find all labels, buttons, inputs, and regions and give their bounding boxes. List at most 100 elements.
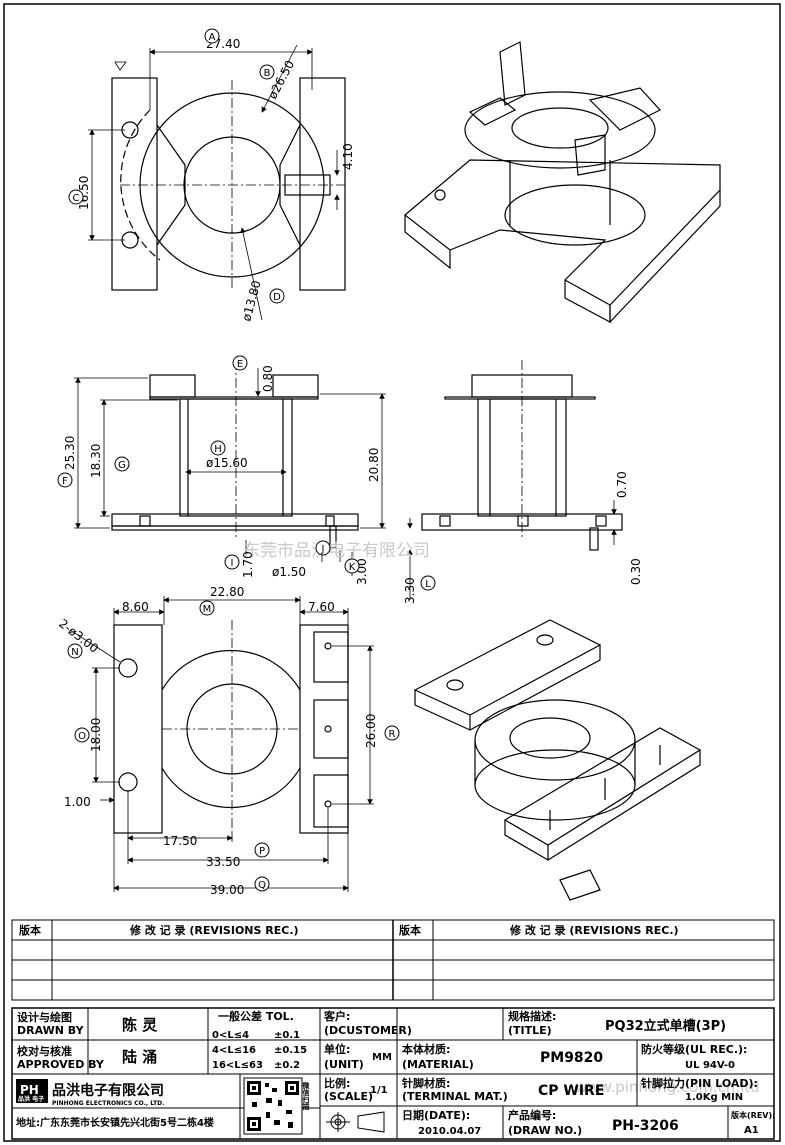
company-logo-box xyxy=(16,1079,48,1103)
dim-bottom-left: 8.60 xyxy=(122,600,149,614)
company-en: PINHONG ELECTRONICS CO., LTD. xyxy=(52,1100,164,1107)
svg-text:A: A xyxy=(209,32,216,43)
dimension-labels: 27.40 ø26.50 16.50 4.10 ø13.80 0.80 25.3… xyxy=(56,37,643,897)
iso-view-bottom xyxy=(413,619,702,901)
tol-title: 一般公差 TOL. xyxy=(218,1009,294,1023)
scale-cn: 比例: xyxy=(324,1076,350,1090)
svg-text:I: I xyxy=(231,558,234,569)
callout-j: J xyxy=(315,540,331,556)
rev-col-record-right: 修 改 记 录 (REVISIONS REC.) xyxy=(509,923,679,937)
callout-l: L xyxy=(420,575,436,591)
callout-e: E xyxy=(232,355,248,371)
callout-a: A xyxy=(204,28,220,44)
rev-col-version-left: 版本 xyxy=(19,923,41,937)
callout-b: B xyxy=(259,64,275,80)
dim-side-pin: 3.30 xyxy=(403,577,417,604)
dim-bottom-hole-span: 18.00 xyxy=(89,718,103,752)
svg-text:D: D xyxy=(273,292,281,303)
scale-value: 1/1 xyxy=(370,1085,388,1096)
company-logo: PH xyxy=(20,1083,39,1097)
dim-bottom-pin-span: 26.00 xyxy=(364,714,378,748)
callout-c: C xyxy=(68,189,84,205)
front-view xyxy=(111,360,359,549)
customer-en: (DCUSTOMER) xyxy=(324,1024,412,1037)
dim-top-slot: 4.10 xyxy=(341,143,355,170)
svg-text:H: H xyxy=(214,444,222,455)
svg-text:Q: Q xyxy=(258,880,266,891)
callout-r: R xyxy=(384,725,400,741)
dim-top-inner-diameter: ø13.80 xyxy=(239,279,263,323)
approved-en: APPROVED BY xyxy=(17,1058,105,1071)
drawn-by-cn: 设计与绘图 xyxy=(17,1010,72,1024)
pin-load-value: 1.0Kg MIN xyxy=(685,1092,743,1103)
top-view xyxy=(111,77,346,291)
tol2-val: ±0.15 xyxy=(274,1045,307,1056)
title-cn: 规格描述: xyxy=(508,1009,556,1023)
dim-bottom-top-width: 22.80 xyxy=(210,585,244,599)
tol3-range: 16<L≤63 xyxy=(212,1060,263,1071)
material-value: PM9820 xyxy=(540,1050,603,1066)
callout-f: F xyxy=(57,472,73,488)
dim-front-base: 1.70 xyxy=(241,551,255,578)
svg-text:J: J xyxy=(321,544,325,555)
dim-bottom-width-inner: 33.50 xyxy=(206,855,240,869)
dim-side-offset: 0.30 xyxy=(629,558,643,585)
callouts: A B C D E F G H I J K L M N O P Q R xyxy=(57,28,436,892)
drawn-by-en: DRAWN BY xyxy=(17,1024,85,1037)
iso-view-top xyxy=(404,41,721,324)
drawno-cn: 产品编号: xyxy=(508,1108,556,1122)
tol2-range: 4<L≤16 xyxy=(212,1045,256,1056)
rev-col-record-left: 修 改 记 录 (REVISIONS REC.) xyxy=(129,923,299,937)
svg-text:O: O xyxy=(78,731,86,742)
dim-top-diameter: ø26.50 xyxy=(265,58,297,101)
date-value: 2010.04.07 xyxy=(418,1126,481,1137)
callout-q: Q xyxy=(254,876,270,892)
dim-front-total-height: 25.30 xyxy=(63,436,77,470)
date-cn: 日期(DATE): xyxy=(402,1108,470,1122)
terminal-en: (TERMINAL MAT.) xyxy=(402,1090,508,1103)
rev-value: A1 xyxy=(744,1125,759,1136)
qr-code xyxy=(243,1077,303,1135)
scale-en: (SCALE) xyxy=(324,1090,373,1103)
drawn-by-name: 陈 灵 xyxy=(122,1016,158,1034)
terminal-value: CP WIRE xyxy=(538,1083,604,1099)
svg-text:L: L xyxy=(425,579,431,590)
material-en: (MATERIAL) xyxy=(402,1058,474,1071)
svg-text:B: B xyxy=(264,68,271,79)
callout-o: O xyxy=(74,727,90,743)
revision-headers: 版本 修 改 记 录 (REVISIONS REC.) 版本 修 改 记 录 (… xyxy=(19,923,679,937)
rev-cn: 版本(REV): xyxy=(730,1110,775,1120)
pin-load-cn: 针脚拉力(PIN LOAD): xyxy=(641,1076,758,1090)
qr-note: 微信扫描 xyxy=(302,1081,311,1111)
drawno-value: PH-3206 xyxy=(612,1118,679,1134)
svg-text:E: E xyxy=(237,359,243,370)
ul-cn: 防火等级(UL REC.): xyxy=(641,1042,747,1056)
callout-d: D xyxy=(269,288,285,304)
dim-front-height: 18.30 xyxy=(89,444,103,478)
dim-front-pin-diameter: ø1.50 xyxy=(272,565,306,579)
svg-text:M: M xyxy=(203,604,212,615)
bottom-view-dims xyxy=(69,596,374,892)
rev-col-version-right: 版本 xyxy=(399,923,421,937)
dim-bottom-right: 7.60 xyxy=(308,600,335,614)
svg-text:K: K xyxy=(349,562,356,573)
callout-g: G xyxy=(114,456,130,472)
company-address: 地址:广东东莞市长安镇先兴北街5号二栋4楼 xyxy=(16,1116,214,1129)
sheet-border xyxy=(3,3,781,1142)
watermark-text: 东莞市品洪电子有限公司 xyxy=(243,541,430,561)
customer-cn: 客户: xyxy=(323,1009,350,1023)
side-view xyxy=(421,360,623,551)
terminal-cn: 针脚材质: xyxy=(402,1076,450,1090)
top-view-dims xyxy=(88,44,340,321)
callout-m: M xyxy=(199,600,215,616)
callout-h: H xyxy=(210,440,226,456)
dim-front-right-height: 20.80 xyxy=(367,448,381,482)
callout-n: N xyxy=(67,643,83,659)
svg-text:C: C xyxy=(73,193,80,204)
unit-value: MM xyxy=(372,1052,392,1063)
svg-text:G: G xyxy=(118,460,126,471)
callout-p: P xyxy=(254,842,270,858)
tol1-range: 0<L≤4 xyxy=(212,1030,249,1041)
bottom-view xyxy=(113,620,349,840)
